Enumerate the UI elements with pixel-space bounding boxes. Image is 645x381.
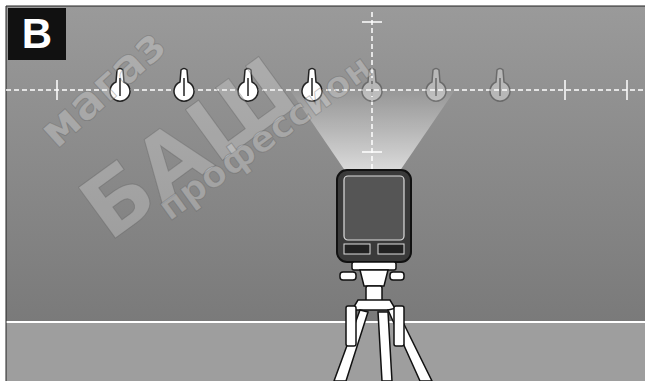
figure-letter: B [22,10,52,58]
wall [6,6,645,322]
figure-letter-box: B [8,8,66,60]
floor [6,322,645,381]
tripod [334,262,432,381]
laser-device [337,170,411,262]
